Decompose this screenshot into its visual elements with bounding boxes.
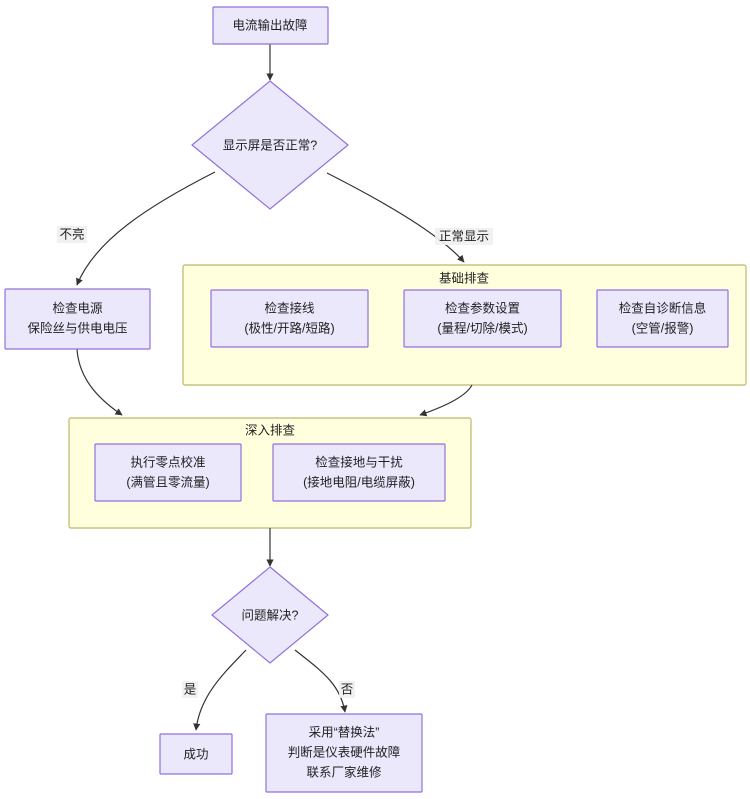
- node-check-params-line-1: (量程/切除/模式): [437, 320, 527, 335]
- edge-power-to-deep: [76, 348, 123, 416]
- node-zero-calibration-rect[interactable]: [94, 443, 242, 502]
- node-success[interactable]: 成功: [159, 733, 233, 775]
- node-decision-solved-line-0: 问题解决?: [242, 608, 299, 622]
- node-success-line-0: 成功: [183, 747, 208, 761]
- node-decision-display-line-0: 显示屏是否正常?: [223, 138, 318, 152]
- edge-display-to-basic: [326, 172, 465, 263]
- node-decision-display[interactable]: 显示屏是否正常?: [191, 80, 349, 210]
- node-start[interactable]: 电流输出故障: [212, 6, 329, 45]
- node-start-line-0: 电流输出故障: [232, 17, 307, 32]
- node-hardware-fault[interactable]: 采用“替换法” 判断是仪表硬件故障 联系厂家维修: [265, 713, 423, 793]
- node-check-power[interactable]: 检查电源 保险丝与供电电压: [4, 288, 151, 350]
- edge-label-yes-text: 是: [184, 682, 197, 696]
- edge-label-display-normal-text: 正常显示: [439, 229, 489, 243]
- node-zero-calibration-line-0: 执行零点校准: [130, 454, 205, 469]
- node-zero-calibration-line-1: (满管且零流量): [126, 474, 209, 489]
- edge-basic-to-deep: [419, 384, 473, 417]
- node-check-wiring-rect[interactable]: [210, 289, 369, 348]
- node-check-params-line-0: 检查参数设置: [445, 300, 520, 315]
- node-decision-solved[interactable]: 问题解决?: [211, 566, 329, 664]
- edge-label-yes: 是: [182, 681, 198, 698]
- node-check-wiring-line-0: 检查接线: [264, 300, 315, 315]
- node-check-params-rect[interactable]: [403, 289, 562, 348]
- edge-solved-to-success: [193, 649, 247, 731]
- node-check-selfdiag-rect[interactable]: [596, 289, 729, 348]
- edge-label-no: 否: [339, 681, 355, 698]
- edge-label-display-off: 不亮: [57, 226, 87, 243]
- edge-label-display-off-text: 不亮: [59, 226, 84, 241]
- edge-label-display-normal: 正常显示: [435, 228, 493, 245]
- node-check-grounding-line-1: (接地电阻/电缆屏蔽): [303, 474, 415, 489]
- cluster-deep-label: 深入排查: [245, 423, 296, 437]
- node-check-grounding-line-0: 检查接地与干扰: [315, 454, 403, 469]
- edge-display-to-power: [76, 171, 216, 286]
- node-check-selfdiag[interactable]: 检查自诊断信息 (空管/报警): [596, 289, 729, 348]
- node-start-rect[interactable]: [212, 6, 329, 45]
- node-hardware-fault-line-1: 判断是仪表硬件故障: [288, 744, 401, 759]
- node-check-params[interactable]: 检查参数设置 (量程/切除/模式): [403, 289, 562, 348]
- edge-label-no-text: 否: [341, 682, 354, 696]
- node-check-power-line-1: 保险丝与供电电压: [27, 320, 127, 335]
- node-check-grounding[interactable]: 检查接地与干扰 (接地电阻/电缆屏蔽): [272, 443, 446, 502]
- node-zero-calibration[interactable]: 执行零点校准 (满管且零流量): [94, 443, 242, 502]
- node-decision-solved-shape[interactable]: [211, 566, 329, 664]
- node-hardware-fault-rect[interactable]: [265, 713, 423, 793]
- cluster-basic-label: 基础排查: [439, 271, 490, 285]
- node-hardware-fault-line-0: 采用“替换法”: [309, 725, 380, 739]
- node-check-power-line-0: 检查电源: [52, 300, 103, 315]
- node-check-power-rect[interactable]: [4, 288, 151, 350]
- node-check-wiring[interactable]: 检查接线 (极性/开路/短路): [210, 289, 369, 348]
- node-check-selfdiag-line-0: 检查自诊断信息: [619, 300, 707, 315]
- node-decision-display-shape[interactable]: [191, 80, 349, 210]
- node-check-wiring-line-1: (极性/开路/短路): [244, 320, 334, 335]
- node-check-selfdiag-line-1: (空管/报警): [632, 320, 694, 335]
- node-hardware-fault-line-2: 联系厂家维修: [306, 764, 382, 779]
- node-check-grounding-rect[interactable]: [272, 443, 446, 502]
- edge-solved-to-hardware: [294, 649, 348, 713]
- node-success-rect[interactable]: [159, 733, 233, 775]
